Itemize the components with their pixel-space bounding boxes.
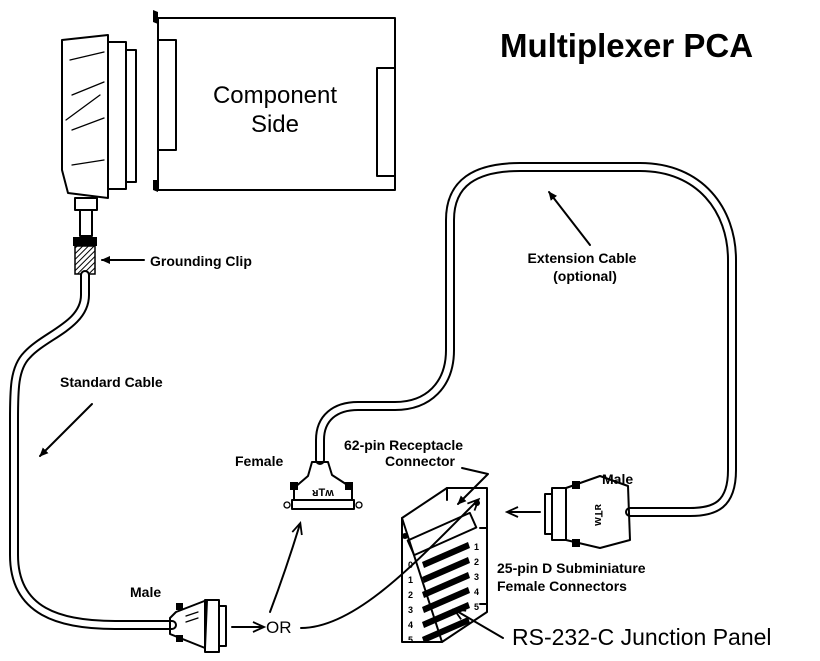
junction-panel-label: RS-232-C Junction Panel (455, 610, 772, 650)
port-number-left: 3 (408, 605, 413, 615)
board-label-line2: Side (251, 111, 299, 138)
subminiature-port (422, 572, 470, 598)
extension-cable: Extension Cable (optional) (315, 162, 737, 517)
subminiature-port (422, 557, 470, 583)
female-connector: ᴚTʍ Female (235, 453, 363, 510)
extension-cable-label-line1: Extension Cable (528, 250, 637, 266)
port-number-right: 2 (474, 557, 479, 567)
diagram-title: Multiplexer PCA (500, 27, 753, 64)
male-connector-right: ᴚTʍ Male (508, 471, 633, 549)
standard-cable-label: Standard Cable (60, 374, 163, 390)
port-number-left: 1 (408, 575, 413, 585)
port-number-right: 1 (474, 542, 479, 552)
female-label: Female (235, 453, 283, 469)
port-number-left: 4 (408, 620, 413, 630)
subminiature-label-line1: 25-pin D Subminiature (497, 560, 646, 576)
subminiature-port (422, 542, 470, 568)
pca-backplane-connector (61, 34, 137, 237)
board-label-line1: Component (213, 82, 337, 109)
grounding-clip-label: Grounding Clip (150, 253, 252, 269)
male-right-label: Male (602, 471, 633, 487)
subminiature-port (422, 617, 470, 643)
multiplexer-pca-board: Component Side (153, 10, 396, 192)
port-number-right: 5 (474, 602, 479, 612)
svg-text:ᴚTʍ: ᴚTʍ (312, 487, 334, 499)
svg-text:ᴚTʍ: ᴚTʍ (592, 504, 604, 526)
or-label: OR (266, 618, 292, 637)
subminiature-connectors-label: 25-pin D Subminiature Female Connectors (479, 527, 646, 605)
port-number-left: 5 (408, 635, 413, 645)
subminiature-label-line2: Female Connectors (497, 578, 627, 594)
male-connector-bottom: Male (130, 584, 227, 653)
extension-cable-label-line2: (optional) (553, 268, 617, 284)
receptacle-label-line2: Connector (385, 453, 456, 469)
standard-cable: Standard Cable (9, 270, 177, 630)
port-number-left: 2 (408, 590, 413, 600)
receptacle-connector-label: 62-pin Receptacle Connector (344, 437, 489, 505)
or-choice: OR (231, 500, 478, 637)
port-number-left: 0 (408, 560, 413, 570)
port-number-right: 3 (474, 572, 479, 582)
receptacle-label-line1: 62-pin Receptacle (344, 437, 463, 453)
junction-panel-label-text: RS-232-C Junction Panel (512, 624, 772, 650)
port-number-right: 4 (474, 587, 479, 597)
grounding-clip: Grounding Clip (73, 237, 252, 275)
subminiature-port-grid: 0 1 2 3 4 5 1 2 3 4 5 (408, 542, 479, 645)
subminiature-port (422, 587, 470, 613)
male-bottom-label: Male (130, 584, 161, 600)
